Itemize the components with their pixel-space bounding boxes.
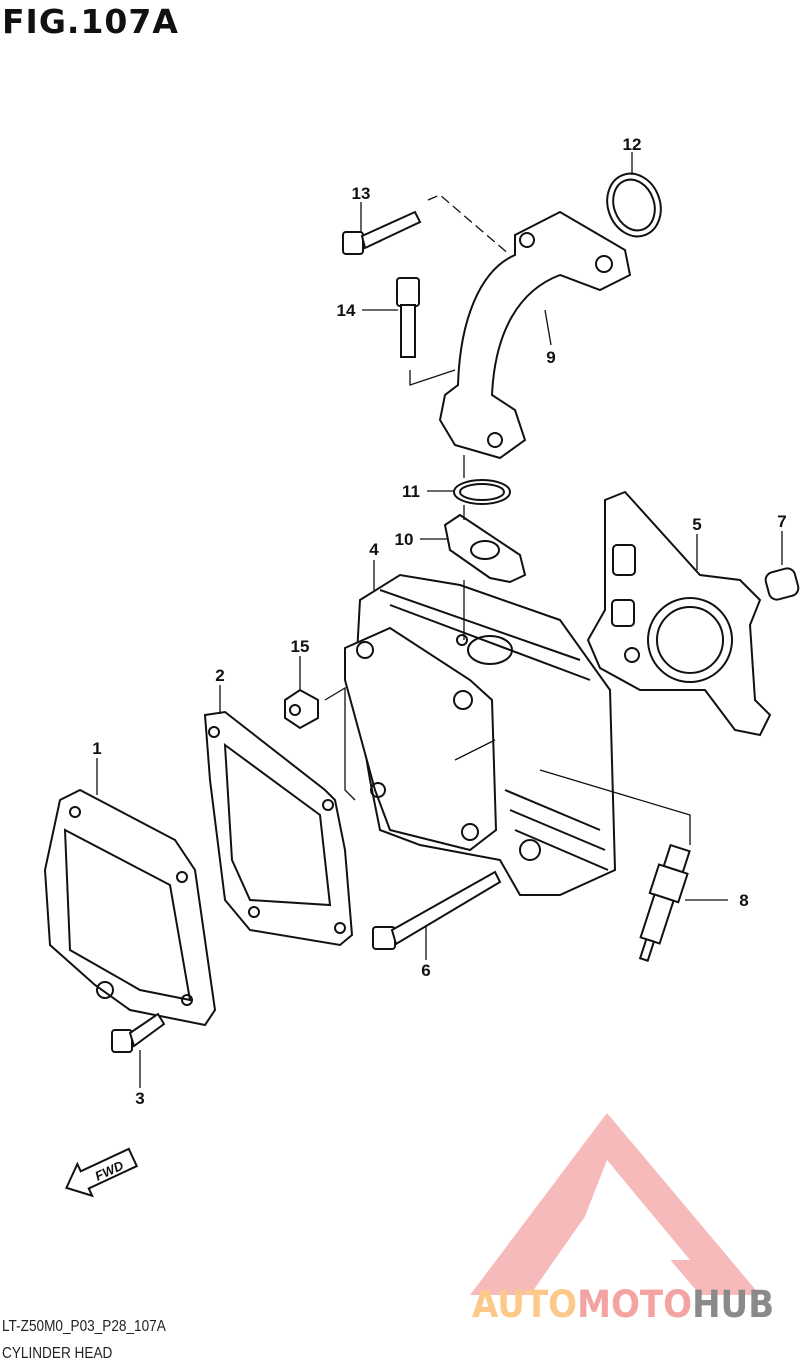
callout-9: 9 bbox=[546, 348, 555, 367]
callout-6: 6 bbox=[421, 961, 430, 980]
figure-code: LT-Z50M0_P03_P28_107A bbox=[2, 1318, 166, 1335]
callout-15: 15 bbox=[291, 637, 310, 656]
part-4-cylinder-head bbox=[344, 573, 617, 896]
part-6-bolt bbox=[372, 870, 502, 950]
watermark-logo: AUTOMOTOHUB bbox=[472, 1283, 774, 1326]
callout-8: 8 bbox=[739, 891, 748, 910]
part-9-intake-pipe bbox=[438, 210, 632, 460]
part-7-dowel-pin bbox=[764, 567, 800, 601]
figure-caption: CYLINDER HEAD bbox=[2, 1345, 113, 1362]
callout-3: 3 bbox=[135, 1089, 144, 1108]
callout-14: 14 bbox=[337, 301, 356, 320]
part-13-bolt bbox=[342, 210, 422, 255]
callout-10: 10 bbox=[395, 530, 414, 549]
watermark-part-1: AUTO bbox=[472, 1283, 578, 1326]
watermark-part-3: HUB bbox=[692, 1283, 775, 1326]
figure-title: FIG.107A bbox=[2, 2, 179, 41]
fwd-arrow-icon: FWD bbox=[65, 1147, 139, 1198]
callout-5: 5 bbox=[692, 515, 701, 534]
watermark-logo-graphic bbox=[470, 1113, 760, 1295]
part-8-spark-plug bbox=[638, 843, 691, 962]
callout-1: 1 bbox=[92, 739, 101, 758]
part-5-head-gasket bbox=[586, 490, 772, 737]
part-2-cover-gasket bbox=[203, 710, 354, 947]
callout-7: 7 bbox=[777, 512, 786, 531]
callout-13: 13 bbox=[352, 184, 371, 203]
part-3-bolt bbox=[111, 1012, 166, 1053]
callout-11: 11 bbox=[402, 482, 420, 501]
part-14-bolt bbox=[396, 277, 420, 358]
part-15-plug bbox=[284, 688, 319, 730]
part-12-o-ring bbox=[606, 172, 662, 238]
part-11-o-ring bbox=[453, 479, 511, 505]
part-1-valve-cover bbox=[43, 788, 217, 1027]
callout-2: 2 bbox=[215, 666, 224, 685]
callout-4: 4 bbox=[369, 540, 379, 559]
leader-lines bbox=[96, 152, 783, 1088]
callout-12: 12 bbox=[623, 135, 642, 154]
watermark-part-2: MOTO bbox=[577, 1283, 693, 1326]
part-10-gasket bbox=[443, 513, 527, 584]
